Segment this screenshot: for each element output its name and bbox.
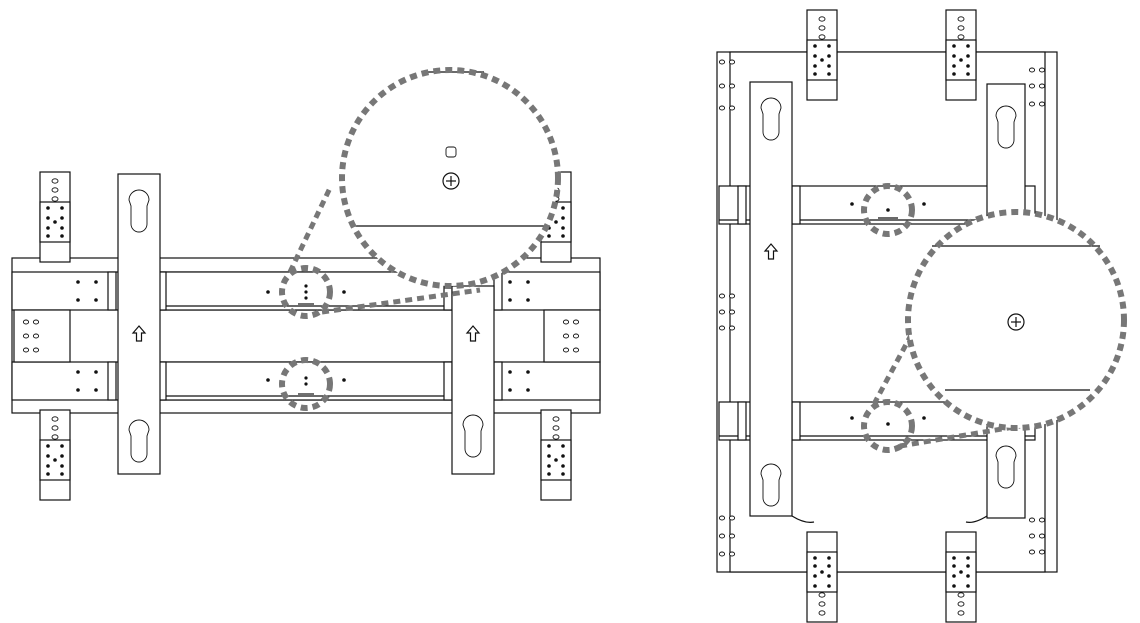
magnified-callout-ring [339, 67, 561, 289]
keyhole-slot-icon [995, 445, 1017, 489]
horizontal-mount-figure [11, 67, 601, 501]
top-right-bracket [945, 9, 977, 101]
keyhole-slot-icon [995, 105, 1017, 149]
bottom-right-bracket [945, 531, 977, 623]
top-left-bracket [806, 9, 838, 101]
upper-callout-ring [861, 183, 915, 237]
square-marker-icon [445, 146, 457, 158]
left-top-bracket [39, 171, 71, 263]
bottom-left-bracket [806, 531, 838, 623]
vertical-mount-figure [716, 9, 1127, 623]
center-screw-icon [442, 172, 460, 190]
right-tv-arm [451, 285, 495, 475]
right-end-plate [543, 309, 601, 363]
keyhole-slot-icon [462, 414, 484, 458]
keyhole-slot-icon [128, 419, 150, 463]
left-end-plate [13, 309, 71, 363]
center-screw-icon [1007, 313, 1025, 331]
lower-callout-ring [279, 357, 333, 411]
keyhole-slot-icon [760, 463, 782, 507]
keyhole-slot-icon [760, 97, 782, 141]
keyhole-slot-icon [128, 189, 150, 233]
left-bottom-bracket [39, 409, 71, 501]
lower-callout-ring [861, 399, 915, 453]
left-tv-arm [749, 81, 793, 517]
right-bottom-bracket [540, 409, 572, 501]
magnified-callout-ring [905, 209, 1127, 431]
upper-callout-ring [279, 265, 333, 319]
